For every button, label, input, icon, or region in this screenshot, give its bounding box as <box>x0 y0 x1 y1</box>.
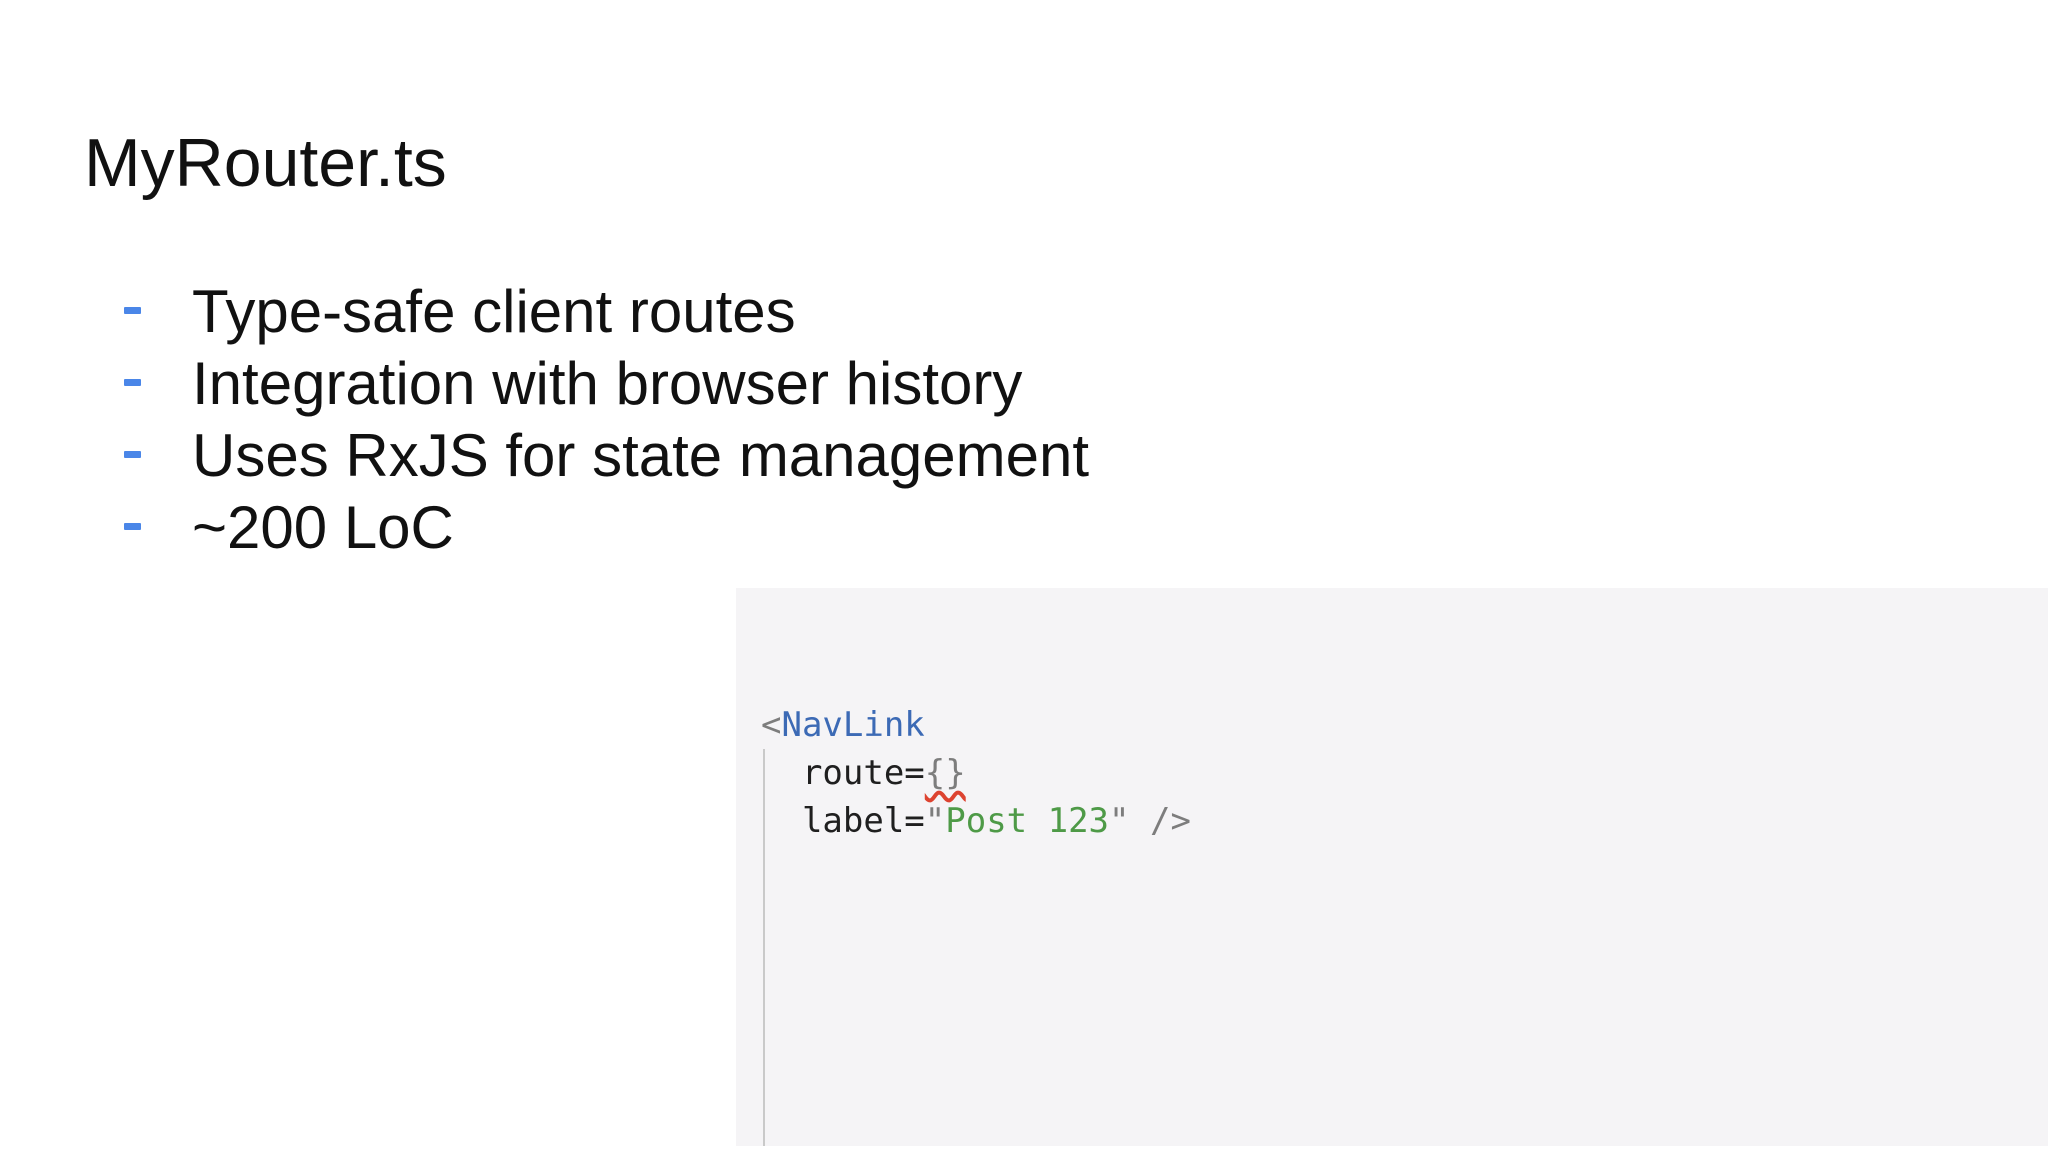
bullet-text: ~200 LoC <box>192 494 454 561</box>
bullet-text: Uses RxJS for state management <box>192 422 1090 489</box>
code-token-plain <box>1130 801 1150 841</box>
code-panel: <NavLink route={} label="Post 123" /> <box>736 588 2048 1146</box>
bullet-list: Type-safe client routes Integration with… <box>124 276 1089 564</box>
bullet-text: Integration with browser history <box>192 350 1023 417</box>
list-item: Uses RxJS for state management <box>124 420 1089 492</box>
code-token-punct: /> <box>1149 801 1191 841</box>
code-line: label="Post 123" /> <box>761 797 2048 845</box>
code-token-punct: < <box>761 705 782 745</box>
code-token-plain: route= <box>761 753 925 793</box>
code-token-tag: NavLink <box>781 705 925 745</box>
bullet-dash-icon <box>124 523 141 530</box>
list-item: Integration with browser history <box>124 348 1089 420</box>
code-token-plain: label= <box>761 801 925 841</box>
bullet-dash-icon <box>124 307 141 314</box>
bullet-dash-icon <box>124 379 141 386</box>
code-token-punct: " <box>1109 801 1130 841</box>
code-token-punct: " <box>924 801 946 841</box>
indent-guide-line <box>763 749 765 1146</box>
bullet-text: Type-safe client routes <box>192 278 796 345</box>
code-line: <NavLink <box>761 701 2048 749</box>
code-line: route={} <box>761 749 2048 797</box>
code-block: <NavLink route={} label="Post 123" /> <box>736 588 2048 845</box>
code-token-punct: {} <box>924 753 966 793</box>
code-token-string: Post 123 <box>945 801 1110 841</box>
page-title: MyRouter.ts <box>84 125 447 201</box>
list-item: ~200 LoC <box>124 492 1089 564</box>
bullet-dash-icon <box>124 451 141 458</box>
list-item: Type-safe client routes <box>124 276 1089 348</box>
